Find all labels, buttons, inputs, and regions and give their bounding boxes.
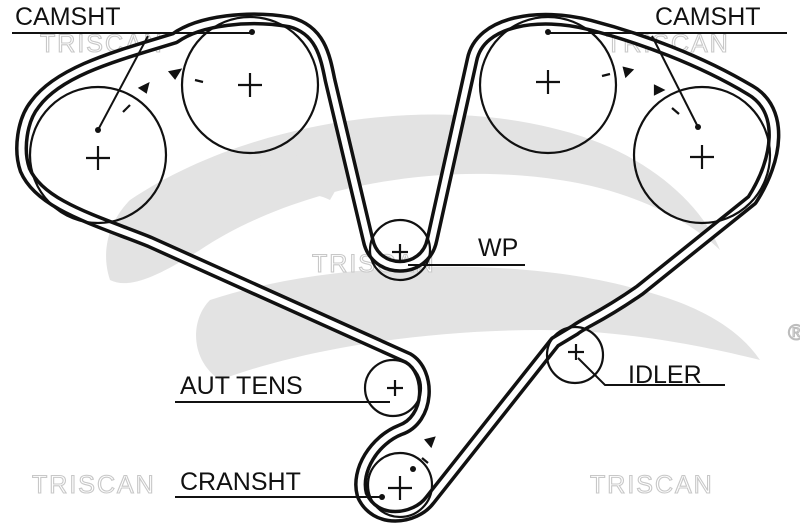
label-auto-tensioner: AUT TENS bbox=[180, 372, 303, 400]
label-leaders bbox=[12, 32, 787, 498]
pulley-auto-tensioner bbox=[363, 358, 423, 418]
watermark-triscan-bottom-right: TRISCAN bbox=[590, 471, 714, 499]
registered-mark: ® bbox=[788, 320, 800, 345]
pulley-water-pump bbox=[368, 218, 432, 282]
timing-belt bbox=[15, 12, 781, 523]
pulley-idler bbox=[545, 325, 605, 385]
brand-logo-watermark bbox=[106, 114, 761, 380]
pulley-camshaft-right-inner bbox=[478, 15, 618, 155]
label-water-pump: WP bbox=[478, 234, 518, 262]
label-camshaft-left: CAMSHT bbox=[15, 3, 121, 31]
watermark-triscan-bottom-left: TRISCAN bbox=[32, 471, 156, 499]
pulley-camshaft-left-outer bbox=[28, 85, 168, 225]
label-crankshaft: CRANSHT bbox=[180, 468, 301, 496]
timing-marks bbox=[122, 66, 680, 464]
pulley-camshaft-left-inner bbox=[180, 15, 320, 155]
pulley-camshaft-right-outer bbox=[632, 85, 772, 225]
pulley-crankshaft bbox=[366, 451, 434, 519]
label-camshaft-right: CAMSHT bbox=[655, 3, 761, 31]
label-idler: IDLER bbox=[628, 361, 702, 389]
